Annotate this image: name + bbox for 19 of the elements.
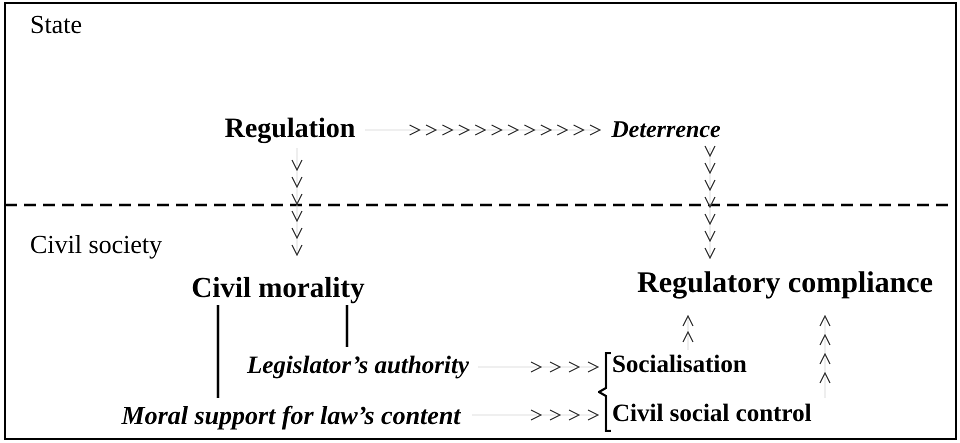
chevron-arrow — [820, 315, 830, 398]
chevron-arrow — [682, 315, 694, 350]
chevron-arrow — [472, 410, 599, 420]
region-label: Civil society — [30, 230, 162, 260]
node-label: Legislator’s authority — [246, 352, 469, 380]
node-label: Regulation — [224, 113, 356, 145]
region-label: State — [30, 10, 82, 40]
chevron-arrow — [704, 146, 716, 259]
node-label: Civil social control — [612, 400, 812, 428]
node-label: Socialisation — [612, 351, 747, 379]
node-label: Regulatory compliance — [637, 266, 933, 300]
connector-line — [346, 305, 348, 347]
node-label: Moral support for law’s content — [121, 401, 460, 431]
chevron-arrow — [292, 148, 302, 256]
node-label: Deterrence — [611, 116, 721, 144]
connector-line — [216, 305, 220, 398]
chevron-arrow — [364, 124, 601, 136]
node-label: Civil morality — [191, 272, 365, 305]
chevron-arrow — [478, 362, 599, 372]
